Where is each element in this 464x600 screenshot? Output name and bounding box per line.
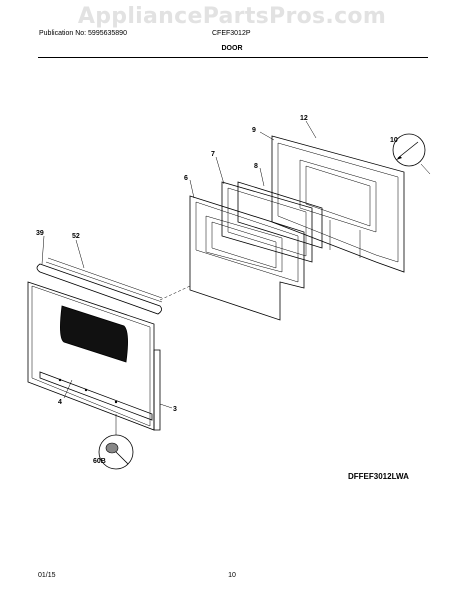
callout-12: 12: [300, 115, 308, 122]
part-60b-screw-detail: [98, 414, 134, 470]
diagram-code: DFFEF3012LWA: [348, 472, 409, 481]
footer-date: 01/15: [38, 572, 56, 579]
callout-4: 4: [58, 399, 62, 406]
part-10-screw-detail: [392, 133, 431, 175]
part-glass-pane: [237, 181, 323, 249]
callout-10: 10: [390, 137, 398, 144]
header-rule: [38, 57, 428, 58]
page-title: DOOR: [221, 45, 243, 52]
part-inner-liner: [271, 135, 405, 273]
callout-8: 8: [254, 163, 258, 170]
footer-page-number: 10: [228, 572, 236, 579]
part-door-frame: [189, 195, 305, 321]
part-bottom-trim: [39, 371, 153, 421]
alignment-line: [159, 285, 191, 301]
leader-lines: [41, 120, 317, 409]
part-insulation: [221, 181, 313, 263]
callout-60b: 60B: [93, 458, 106, 465]
publication-number: Publication No: 5995635890: [39, 30, 127, 37]
callout-6: 6: [184, 175, 188, 182]
model-number: CFEF3012P: [212, 30, 251, 37]
callout-39: 39: [36, 230, 44, 237]
callout-3: 3: [173, 406, 177, 413]
watermark: AppliancePartsPros.com: [77, 4, 387, 29]
door-window-glass: [60, 305, 128, 363]
callout-9: 9: [252, 127, 256, 134]
part-side-trim: [153, 349, 161, 431]
callout-52: 52: [72, 233, 80, 240]
part-door-handle: [36, 257, 163, 315]
callout-7: 7: [211, 151, 215, 158]
